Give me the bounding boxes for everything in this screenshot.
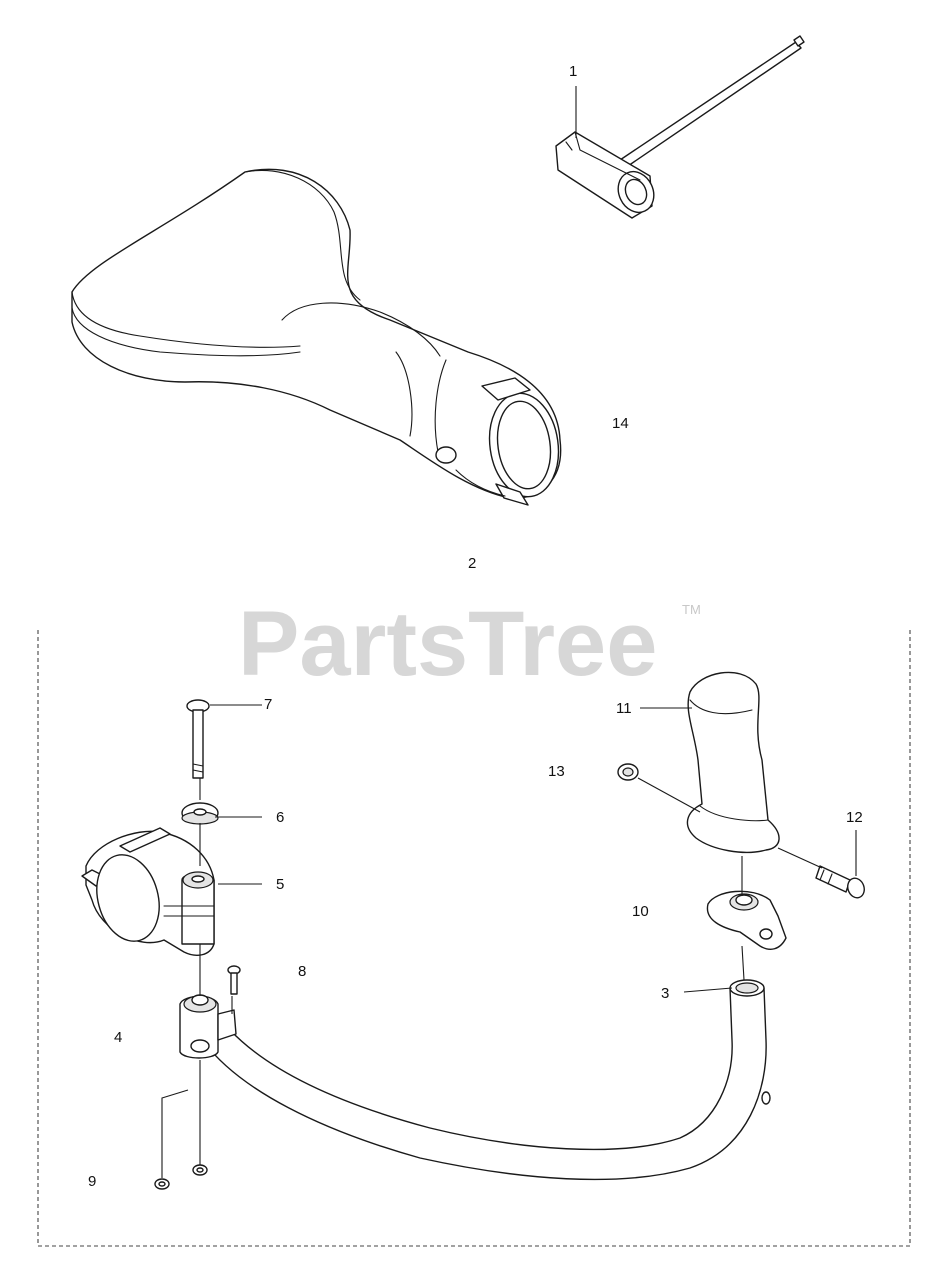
callout-14: 14 bbox=[612, 415, 629, 432]
callout-13: 13 bbox=[548, 763, 565, 780]
part-5-handle-clamp[interactable] bbox=[81, 827, 215, 956]
callout-7: 7 bbox=[264, 696, 272, 713]
callout-4: 4 bbox=[114, 1029, 122, 1046]
leader-lines bbox=[161, 86, 857, 1178]
assembly-frame bbox=[37, 630, 911, 1247]
callout-labels: 1 2 3 4 5 6 7 8 9 10 11 12 13 14 bbox=[88, 63, 863, 1190]
callout-3: 3 bbox=[661, 985, 669, 1002]
part-2-blower-nozzle[interactable] bbox=[71, 168, 565, 506]
part-11-grip[interactable] bbox=[686, 671, 780, 853]
part-9-nut[interactable] bbox=[154, 1164, 208, 1190]
part-4-clamp-knob[interactable] bbox=[179, 994, 237, 1059]
part-6-lock-washer[interactable] bbox=[181, 802, 219, 825]
callout-8: 8 bbox=[298, 963, 306, 980]
callout-12: 12 bbox=[846, 809, 863, 826]
callout-9: 9 bbox=[88, 1173, 96, 1190]
part-7-screw[interactable] bbox=[186, 699, 210, 779]
callout-2: 2 bbox=[468, 555, 476, 572]
part-13-nut[interactable] bbox=[617, 763, 639, 781]
callout-5: 5 bbox=[276, 876, 284, 893]
watermark-text: PartsTree bbox=[238, 593, 657, 695]
part-10-handle-bracket[interactable] bbox=[706, 890, 787, 950]
part-8-screw[interactable] bbox=[227, 965, 241, 995]
part-1-combination-wrench[interactable] bbox=[555, 35, 805, 219]
watermark-tm: TM bbox=[682, 602, 701, 617]
callout-6: 6 bbox=[276, 809, 284, 826]
callout-11: 11 bbox=[616, 700, 632, 717]
callout-10: 10 bbox=[632, 903, 649, 920]
part-12-bolt[interactable] bbox=[815, 865, 867, 900]
part-3-loop-handle[interactable] bbox=[203, 979, 771, 1181]
callout-1: 1 bbox=[569, 63, 577, 80]
